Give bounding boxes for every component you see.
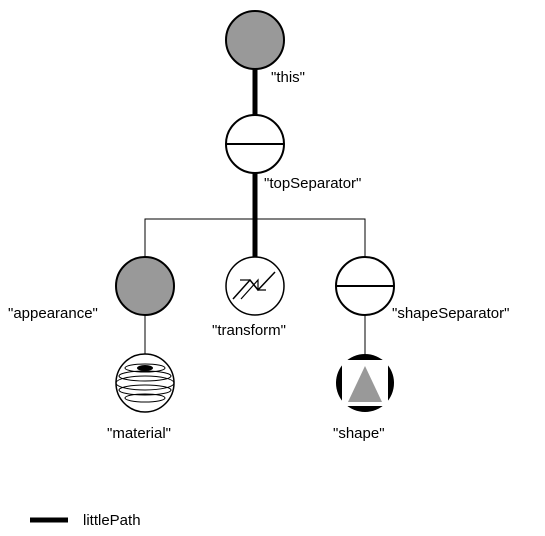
legend: littlePath bbox=[30, 512, 141, 529]
label-top-separator: "topSeparator" bbox=[264, 175, 361, 192]
node-transform-icon[interactable] bbox=[225, 256, 285, 316]
label-transform: "transform" bbox=[212, 322, 286, 339]
node-material-icon[interactable] bbox=[115, 353, 175, 413]
label-material: "material" bbox=[107, 425, 171, 442]
edge-topseparator-branch bbox=[144, 218, 366, 286]
node-this-group-icon[interactable] bbox=[225, 10, 285, 70]
label-shape: "shape" bbox=[333, 425, 385, 442]
label-this: "this" bbox=[271, 69, 305, 86]
node-shape-icon[interactable] bbox=[336, 354, 394, 412]
label-shape-separator: "shapeSeparator" bbox=[392, 305, 509, 322]
node-shape-separator-icon[interactable] bbox=[335, 256, 395, 316]
node-top-separator-icon[interactable] bbox=[225, 114, 285, 174]
label-appearance: "appearance" bbox=[8, 305, 98, 322]
legend-label: littlePath bbox=[83, 512, 141, 529]
node-appearance-group-icon[interactable] bbox=[115, 256, 175, 316]
